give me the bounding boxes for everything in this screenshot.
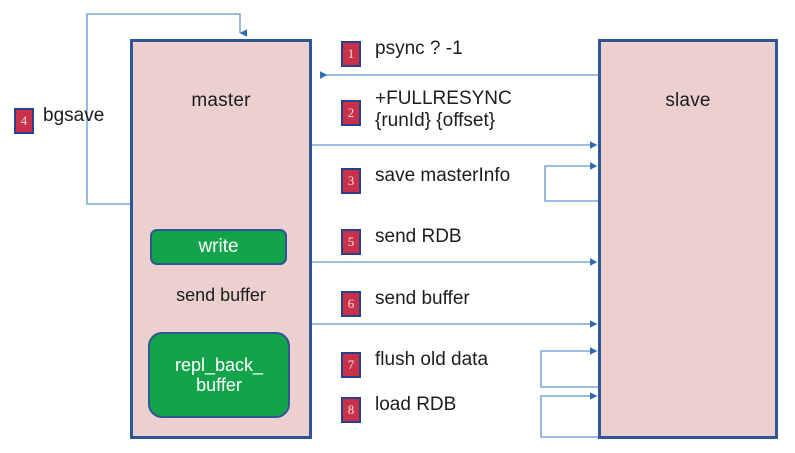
step-badge-7: 7	[341, 352, 361, 378]
step-badge-2: 2	[341, 100, 361, 126]
master-node-label: master	[191, 90, 251, 111]
step-badge-4: 4	[14, 108, 34, 134]
step-label-send-rdb: send RDB	[375, 226, 462, 247]
step-label-psync: psync ? -1	[375, 38, 463, 59]
step-badge-3: 3	[341, 168, 361, 194]
step-label-save-masterinfo: save masterInfo	[375, 165, 511, 186]
slave-node[interactable]	[598, 39, 778, 439]
connector-step-3	[544, 162, 598, 202]
slave-node-label: slave	[665, 90, 711, 111]
write-box[interactable]: write	[150, 229, 287, 265]
step-label-bgsave: bgsave	[43, 105, 105, 126]
connector-step-8	[540, 392, 598, 438]
repl-back-buffer-box[interactable]: repl_back_ buffer	[148, 332, 290, 418]
step-badge-6: 6	[341, 291, 361, 317]
step-label-fullresync: +FULLRESYNC {runId} {offset}	[375, 88, 512, 132]
connector-step-7	[540, 347, 598, 388]
step-label-load-rdb: load RDB	[375, 394, 457, 415]
step-label-send-buffer: send buffer	[375, 288, 470, 309]
send-buffer-internal-label: send buffer	[176, 285, 266, 305]
step-badge-5: 5	[341, 229, 361, 255]
step-label-flush-old-data: flush old data	[375, 349, 489, 370]
step-badge-8: 8	[341, 397, 361, 423]
step-badge-1: 1	[341, 41, 361, 67]
